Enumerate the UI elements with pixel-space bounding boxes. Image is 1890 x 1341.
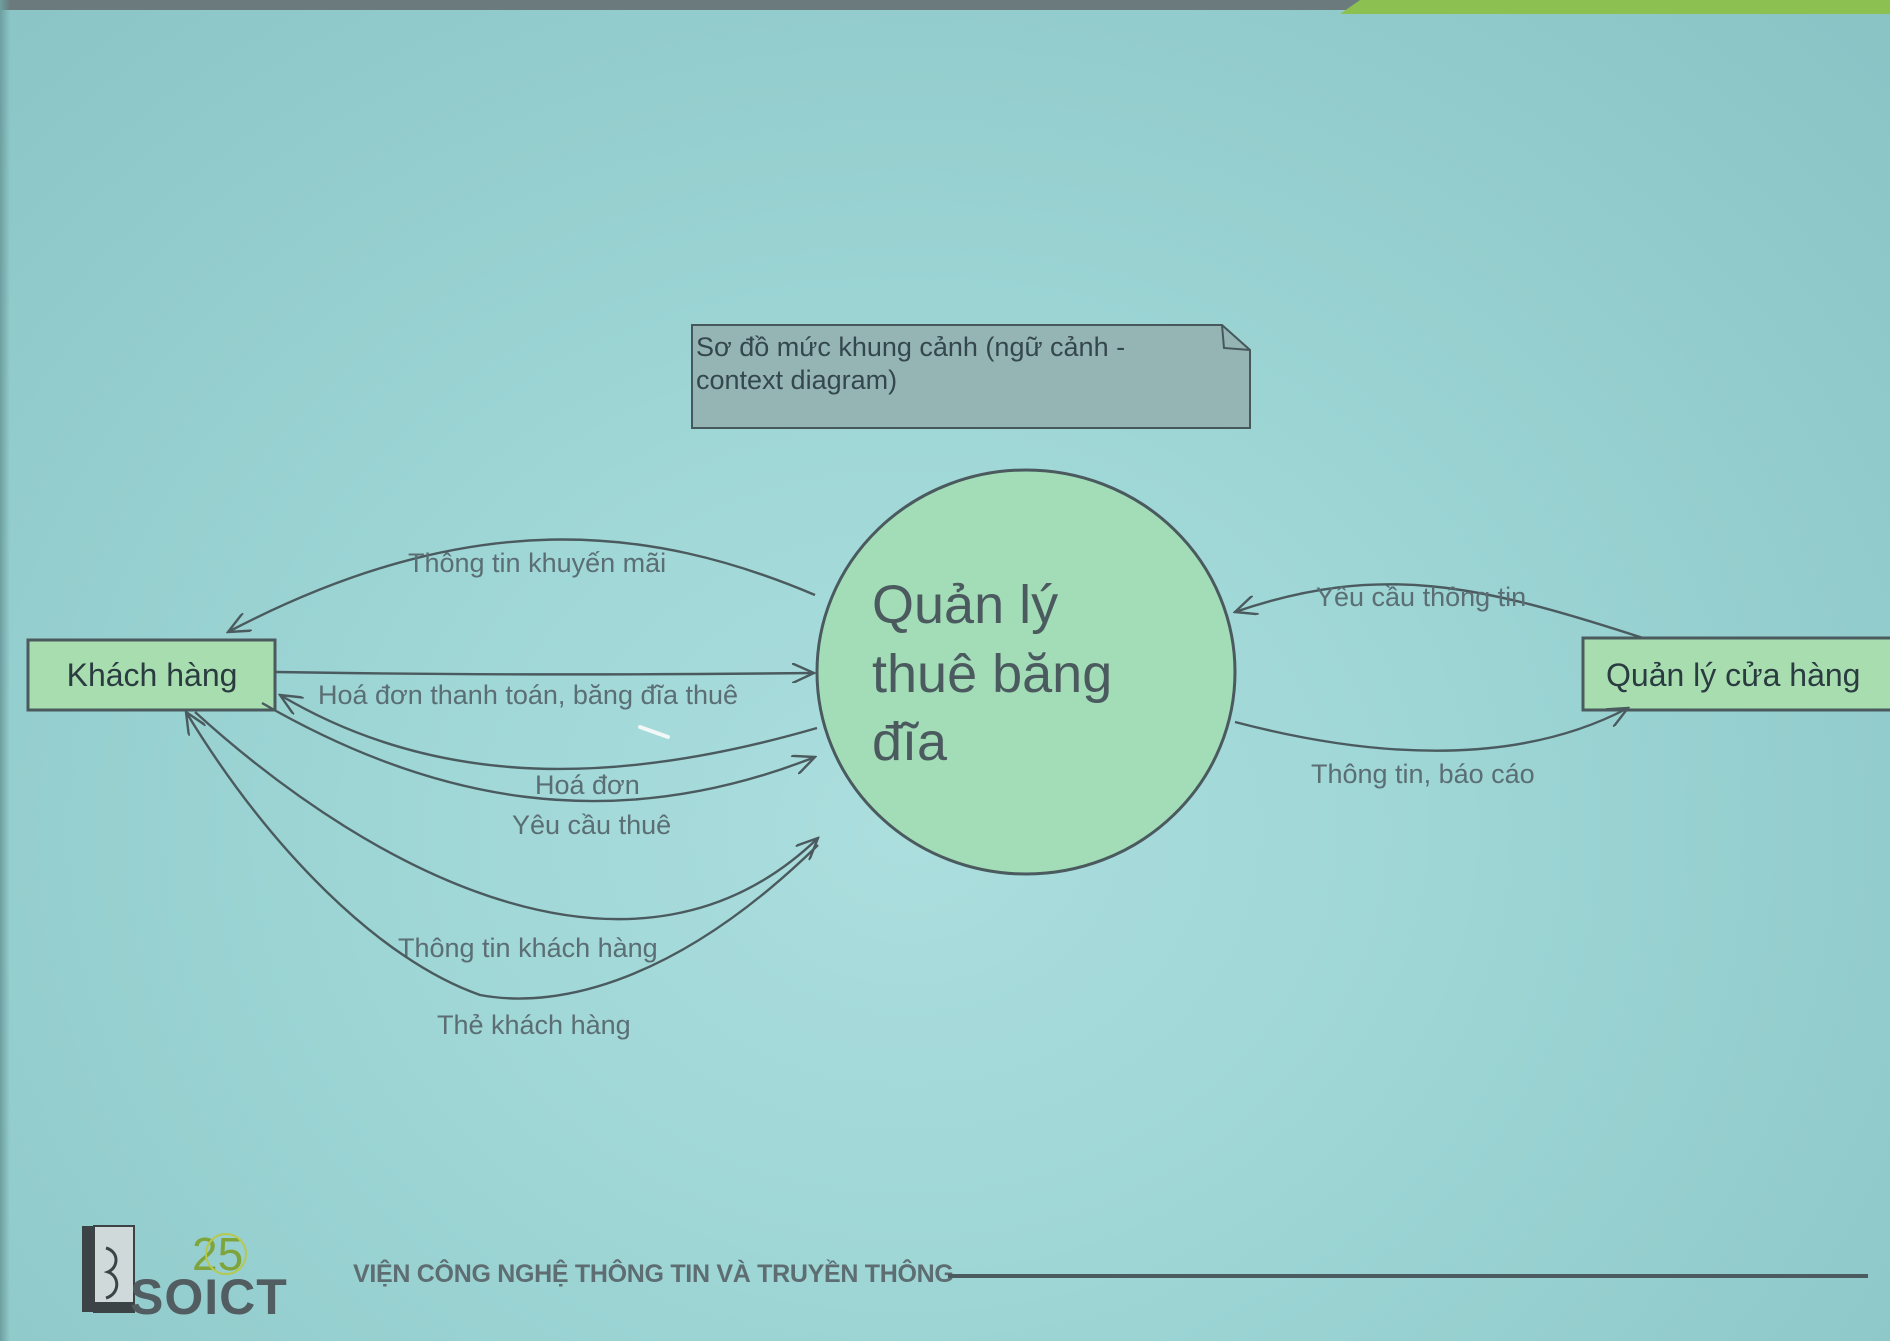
- flow-rent-request-label: Yêu cầu thuê: [512, 810, 671, 840]
- flow-customer-card-arrow: [186, 712, 819, 1000]
- entity-store-manager-label: Quản lý cửa hàng: [1606, 657, 1860, 693]
- laser-pointer-glare: [638, 725, 670, 739]
- note-shape: [691, 324, 1251, 429]
- flow-invoice-payment-arrow: [280, 695, 818, 771]
- note-line-2: context diagram): [696, 365, 897, 395]
- flow-promo: Thông tin khuyến mãi: [228, 538, 816, 632]
- flow-customer-info: Thông tin khách hàng: [194, 711, 818, 963]
- process-label-line-1: Quản lý: [872, 575, 1058, 635]
- flow-customer-card: Thẻ khách hàng: [186, 712, 819, 1040]
- top-gray-bar: [0, 0, 1360, 10]
- process-label-line-3: đĩa: [872, 712, 948, 772]
- flow-invoice-label: Hoá đơn: [535, 770, 640, 800]
- entity-customer-box: [26, 638, 277, 712]
- flow-info-request-label: Yêu cầu thông tin: [1316, 582, 1526, 612]
- flow-rent-request-arrow: [261, 701, 815, 803]
- footer: 25 SOICT VIỆN CÔNG NGHỆ THÔNG TIN VÀ TRU…: [80, 1218, 1870, 1318]
- process-circle: [815, 468, 1237, 876]
- logo-wordmark: SOICT: [130, 1269, 288, 1318]
- note-line-1: Sơ đồ mức khung cảnh (ngữ cảnh -: [696, 332, 1125, 362]
- context-diagram-note: Sơ đồ mức khung cảnh (ngữ cảnh - context…: [691, 324, 1251, 429]
- institute-name: VIỆN CÔNG NGHỆ THÔNG TIN VÀ TRUYỀN THÔNG: [353, 1260, 954, 1288]
- flow-invoice-payment-label: Hoá đơn thanh toán, băng đĩa thuê: [318, 680, 738, 710]
- process-rental-management[interactable]: Quản lý thuê băng đĩa: [815, 468, 1237, 876]
- flow-info-request: Yêu cầu thông tin: [1235, 582, 1644, 640]
- flow-invoice-arrow: [275, 672, 814, 674]
- entity-customer-label: Khách hàng: [67, 657, 238, 693]
- flow-rent-request: Yêu cầu thuê: [261, 701, 815, 840]
- top-accent-strip: [0, 0, 1890, 14]
- note-fold: [1221, 324, 1251, 351]
- flow-invoice: Hoá đơn: [275, 672, 814, 800]
- entity-store-manager[interactable]: Quản lý cửa hàng: [1581, 636, 1890, 712]
- left-edge-shadow: [0, 0, 10, 1341]
- footer-rule: [948, 1274, 1868, 1278]
- entity-store-manager-box: [1581, 636, 1890, 712]
- university-emblem-icon: [82, 1225, 135, 1313]
- flow-invoice-payment: Hoá đơn thanh toán, băng đĩa thuê: [280, 680, 818, 771]
- flow-promo-label: Thông tin khuyến mãi: [408, 548, 666, 578]
- flow-info-report-label: Thông tin, báo cáo: [1311, 759, 1535, 789]
- top-green-bar: [1340, 0, 1890, 14]
- process-label-line-2: thuê băng: [872, 644, 1112, 704]
- flow-info-report: Thông tin, báo cáo: [1234, 708, 1628, 789]
- flow-customer-info-arrow: [194, 711, 818, 921]
- flow-customer-card-label: Thẻ khách hàng: [437, 1010, 631, 1040]
- flow-info-request-arrow: [1235, 583, 1644, 640]
- flow-info-report-arrow: [1234, 708, 1628, 752]
- entity-customer[interactable]: Khách hàng: [26, 638, 277, 712]
- flow-customer-info-label: Thông tin khách hàng: [398, 933, 658, 963]
- soict-logo: 25 SOICT: [82, 1225, 288, 1318]
- flow-promo-arrow: [228, 538, 816, 632]
- logo-ring: [205, 1233, 247, 1275]
